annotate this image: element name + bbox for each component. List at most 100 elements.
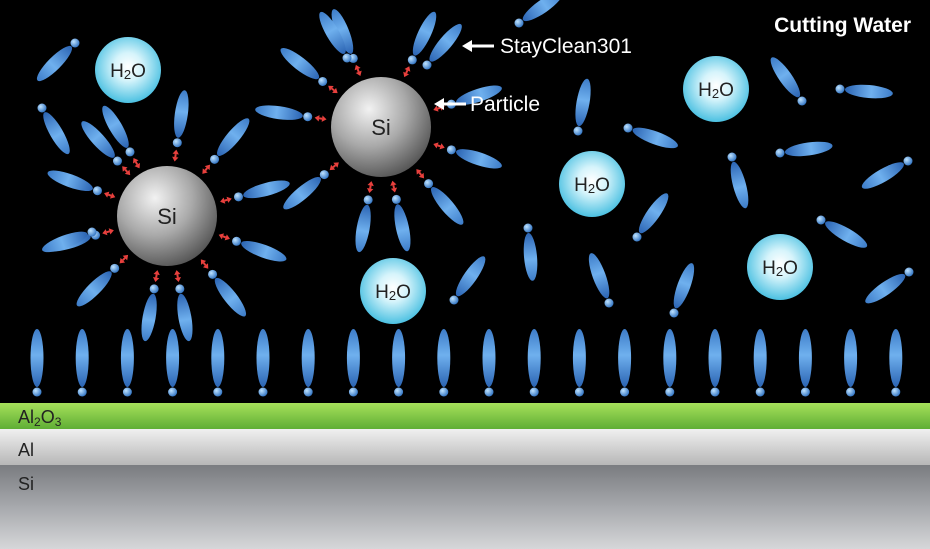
surface-surfactant bbox=[753, 329, 767, 397]
double-arrow-icon bbox=[218, 233, 230, 241]
double-arrow-icon bbox=[172, 149, 179, 162]
free-surfactant bbox=[449, 256, 486, 305]
free-surfactant bbox=[623, 123, 678, 149]
particle-left-label: Si bbox=[157, 204, 177, 229]
surface-surfactant bbox=[527, 329, 541, 397]
adsorbed-surfactant bbox=[210, 118, 250, 164]
surface-surfactant bbox=[256, 329, 270, 397]
surface-surfactant bbox=[301, 329, 315, 397]
layer-label-al2o3: Al2O3 bbox=[18, 407, 62, 429]
particle-left: Si bbox=[117, 166, 217, 266]
surfactant-label: StayClean301 bbox=[500, 35, 632, 58]
adsorption-arrows bbox=[102, 64, 445, 282]
surfactant-molecules bbox=[30, 0, 914, 397]
free-surfactant bbox=[669, 263, 695, 318]
double-arrow-icon bbox=[354, 64, 362, 77]
water-molecules: H2O H2O H2O H2O H2O bbox=[95, 37, 813, 324]
adsorbed-surfactant bbox=[255, 105, 313, 122]
surface-surfactant bbox=[844, 329, 858, 397]
free-surfactant bbox=[770, 57, 807, 106]
water-molecule: H2O bbox=[360, 258, 426, 324]
surface-surfactant bbox=[798, 329, 812, 397]
double-arrow-icon bbox=[220, 196, 232, 204]
double-arrow-icon bbox=[174, 270, 182, 282]
adsorbed-surfactant bbox=[232, 236, 287, 262]
double-arrow-icon bbox=[314, 115, 327, 122]
surface-surfactant bbox=[346, 329, 360, 397]
surfactant-pointer bbox=[462, 40, 494, 52]
layer-al bbox=[0, 429, 930, 465]
title: Cutting Water bbox=[774, 14, 911, 37]
surface-surfactant bbox=[211, 329, 225, 397]
surface-surfactant bbox=[482, 329, 496, 397]
double-arrow-icon bbox=[152, 270, 160, 282]
water-molecule: H2O bbox=[747, 234, 813, 300]
water-label: H2O bbox=[110, 61, 146, 82]
particle-pointer bbox=[434, 98, 466, 110]
free-surfactant bbox=[865, 267, 914, 304]
double-arrow-icon bbox=[104, 191, 116, 199]
double-arrow-icon bbox=[102, 228, 114, 236]
free-surfactant bbox=[816, 215, 868, 248]
surface-surfactant bbox=[437, 329, 451, 397]
arrow-left-icon bbox=[462, 40, 472, 52]
adsorbed-surfactant bbox=[102, 105, 135, 157]
adsorbed-surfactant bbox=[355, 195, 373, 253]
layer-label-al: Al bbox=[18, 440, 34, 460]
free-surfactant bbox=[42, 227, 97, 253]
surface-surfactant bbox=[572, 329, 586, 397]
free-surfactant bbox=[422, 23, 462, 70]
surface-surfactant bbox=[889, 329, 903, 397]
double-arrow-icon bbox=[403, 66, 411, 78]
surface-surfactant bbox=[663, 329, 677, 397]
water-label: H2O bbox=[698, 80, 734, 101]
adsorbed-surfactant bbox=[283, 170, 329, 210]
free-surfactant bbox=[727, 152, 749, 209]
layer-label-si: Si bbox=[18, 474, 34, 494]
water-molecule: H2O bbox=[559, 151, 625, 217]
double-arrow-icon bbox=[328, 85, 338, 94]
free-surfactant bbox=[632, 193, 669, 242]
particle-right: Si bbox=[331, 77, 431, 177]
adsorbed-surfactant bbox=[280, 47, 328, 86]
water-molecule: H2O bbox=[95, 37, 161, 103]
adsorbed-surfactant bbox=[47, 170, 102, 196]
free-surfactant bbox=[319, 11, 352, 63]
free-surfactant bbox=[523, 223, 538, 281]
surface-surfactant bbox=[618, 329, 632, 397]
water-molecule: H2O bbox=[683, 56, 749, 122]
free-surfactant bbox=[573, 78, 591, 136]
layer-si bbox=[0, 465, 930, 549]
adsorbed-surfactant bbox=[172, 90, 189, 148]
arrow-left-icon bbox=[434, 98, 444, 110]
free-surfactant bbox=[37, 103, 70, 155]
water-label: H2O bbox=[762, 258, 798, 279]
adsorbed-surfactant bbox=[81, 121, 122, 166]
free-surfactant bbox=[861, 156, 913, 189]
double-arrow-icon bbox=[390, 180, 398, 193]
adsorbed-surfactant bbox=[407, 11, 437, 65]
surface-surfactant bbox=[120, 329, 134, 397]
particle-label: Particle bbox=[470, 93, 540, 116]
double-arrow-icon bbox=[132, 157, 141, 169]
water-label: H2O bbox=[574, 175, 610, 196]
adsorbed-surfactant bbox=[208, 269, 247, 317]
double-arrow-icon bbox=[119, 254, 129, 264]
particle-right-label: Si bbox=[371, 115, 391, 140]
adsorbed-surfactant bbox=[233, 180, 290, 202]
double-arrow-icon bbox=[200, 259, 209, 269]
adsorbed-surfactant bbox=[446, 145, 502, 169]
double-arrow-icon bbox=[416, 169, 425, 179]
free-surfactant bbox=[835, 84, 893, 99]
surface-surfactant bbox=[75, 329, 89, 397]
adsorbed-surfactant bbox=[391, 194, 411, 252]
adsorbed-surfactant bbox=[76, 263, 120, 307]
double-arrow-icon bbox=[433, 142, 445, 150]
double-arrow-icon bbox=[366, 181, 374, 193]
surface-surfactant bbox=[708, 329, 722, 397]
adsorbed-surfactant bbox=[175, 284, 193, 342]
free-surfactant bbox=[514, 0, 563, 28]
surface-surfactant bbox=[166, 329, 180, 397]
